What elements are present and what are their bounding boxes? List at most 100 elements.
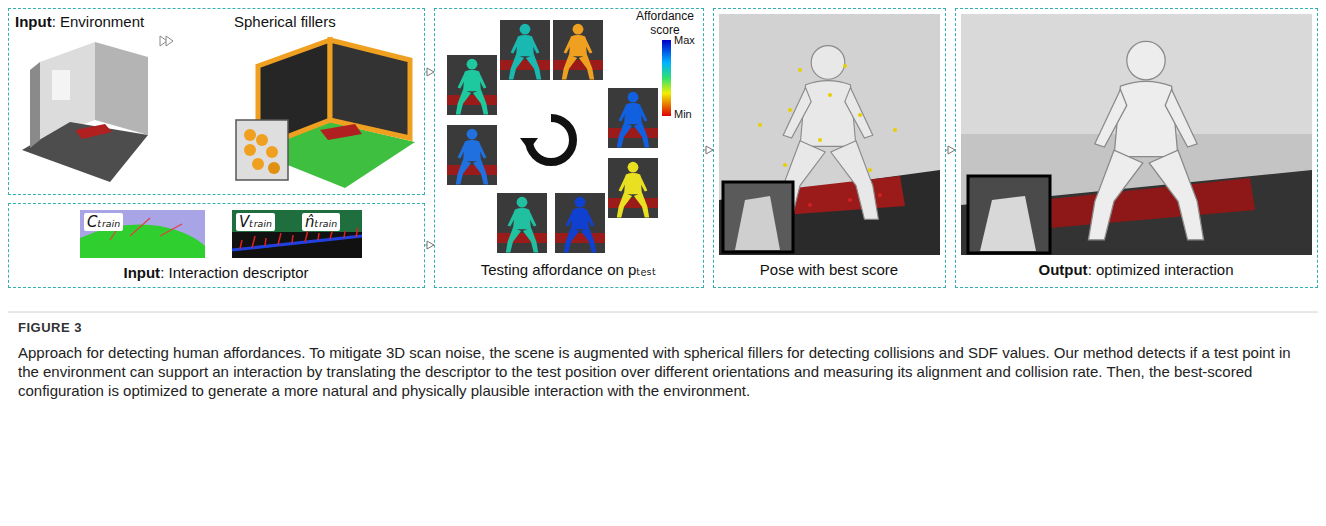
illustration-part bbox=[562, 24, 594, 80]
colorbar bbox=[662, 40, 671, 116]
illustration-part bbox=[608, 128, 658, 138]
panel-title: Output: optimized interaction bbox=[956, 261, 1316, 279]
illustration-part bbox=[788, 108, 792, 112]
colorbar-tick: Min bbox=[674, 108, 692, 121]
normals-image bbox=[232, 210, 362, 258]
illustration-part bbox=[758, 64, 897, 172]
illustration-part bbox=[232, 236, 362, 250]
illustration-part bbox=[848, 198, 852, 202]
panel-box: Input: Environment Spherical fillers bbox=[8, 8, 425, 195]
panel-box: Input: Interaction descriptor bbox=[8, 203, 425, 288]
illustration-part bbox=[500, 20, 550, 80]
illustration-part bbox=[52, 70, 70, 100]
panel-subtitle: Spherical fillers bbox=[234, 13, 336, 31]
panel-title: Pose with best score bbox=[714, 261, 944, 279]
illustration-part bbox=[95, 42, 148, 135]
illustration-part bbox=[555, 193, 605, 253]
illustration-part bbox=[608, 198, 658, 208]
illustration-part bbox=[330, 40, 410, 138]
illustration-part bbox=[447, 125, 497, 185]
illustration-part bbox=[22, 122, 148, 182]
illustration-part bbox=[961, 170, 1312, 255]
illustration-part bbox=[555, 193, 605, 253]
environment-scan bbox=[22, 42, 148, 182]
flow-arrow bbox=[425, 245, 434, 246]
illustration-part bbox=[509, 24, 541, 80]
illustration-part bbox=[808, 203, 812, 207]
illustration-part bbox=[497, 193, 547, 253]
illustration-part bbox=[160, 224, 182, 236]
separator-rule bbox=[8, 312, 1318, 313]
panel-box: Output: optimized interaction bbox=[955, 8, 1318, 288]
illustration-part bbox=[608, 158, 658, 218]
illustration-part bbox=[893, 128, 897, 132]
illustration-part bbox=[447, 125, 497, 185]
illustration-part bbox=[75, 124, 112, 139]
illustration-part bbox=[553, 20, 603, 80]
illustration-part bbox=[506, 197, 538, 253]
illustration-part bbox=[878, 193, 882, 197]
figure-caption: Approach for detecting human affordances… bbox=[18, 343, 1308, 400]
illustration-part bbox=[980, 196, 1036, 251]
illustration-part bbox=[500, 20, 550, 80]
illustration-part bbox=[553, 20, 603, 80]
illustration-part bbox=[798, 68, 802, 72]
illustration-part bbox=[320, 124, 362, 140]
panel-box: Testing affordance on pₜₑₛₜ bbox=[434, 8, 704, 288]
flow-arrow bbox=[425, 72, 434, 73]
illustration-part bbox=[608, 88, 658, 148]
illustration-part bbox=[783, 163, 787, 167]
illustration-part bbox=[564, 197, 596, 253]
illustration-part bbox=[719, 170, 940, 255]
illustration-part bbox=[608, 158, 658, 218]
illustration-part bbox=[858, 113, 862, 117]
illustration-part bbox=[828, 93, 832, 97]
illustration-part bbox=[236, 120, 288, 180]
test-pose-grid bbox=[447, 20, 658, 253]
illustration-part bbox=[130, 218, 150, 236]
illustration-part bbox=[447, 55, 497, 115]
figure-number: FIGURE 3 bbox=[18, 320, 82, 336]
illustration-part bbox=[553, 60, 603, 70]
illustration-part bbox=[244, 129, 256, 141]
illustration-part bbox=[256, 134, 268, 146]
colorbar-tick: Max bbox=[674, 34, 695, 47]
symbol-label: Cₜᵣₐᵢₙ bbox=[84, 213, 123, 231]
inner-arrow bbox=[160, 36, 173, 46]
illustration-part bbox=[232, 210, 362, 258]
illustration-part bbox=[244, 144, 256, 156]
illustration-part bbox=[843, 64, 847, 68]
illustration-part bbox=[1040, 178, 1255, 228]
illustration-part bbox=[758, 123, 762, 127]
illustration-part bbox=[268, 162, 280, 174]
illustration-part bbox=[520, 138, 538, 150]
illustration-part bbox=[266, 146, 278, 158]
panel-title: Input: Interaction descriptor bbox=[9, 264, 423, 282]
illustration-part bbox=[723, 182, 793, 252]
illustration-part bbox=[456, 59, 488, 115]
illustration-part bbox=[1088, 41, 1203, 239]
illustration-part bbox=[868, 168, 872, 172]
illustration-part bbox=[818, 138, 822, 142]
panel-box: Pose with best score bbox=[713, 8, 946, 288]
illustration-part bbox=[961, 14, 1312, 255]
illustration-part bbox=[30, 62, 40, 148]
illustration-part bbox=[808, 193, 882, 207]
illustration-part bbox=[252, 158, 264, 170]
illustration-part bbox=[80, 210, 205, 258]
spherical-fillers bbox=[236, 40, 415, 188]
illustration-part bbox=[735, 196, 780, 250]
illustration-part bbox=[497, 233, 547, 243]
illustration-part bbox=[617, 92, 649, 148]
illustration-part bbox=[555, 233, 605, 243]
illustration-part bbox=[497, 193, 547, 253]
contact-vectors-image bbox=[80, 210, 205, 258]
illustration-part bbox=[608, 88, 658, 148]
rotation-symbol bbox=[520, 110, 581, 170]
panel-title: Input: Environment bbox=[15, 13, 144, 31]
flow-arrow bbox=[946, 150, 955, 151]
illustration-part bbox=[447, 165, 497, 175]
illustration-part bbox=[166, 36, 173, 46]
